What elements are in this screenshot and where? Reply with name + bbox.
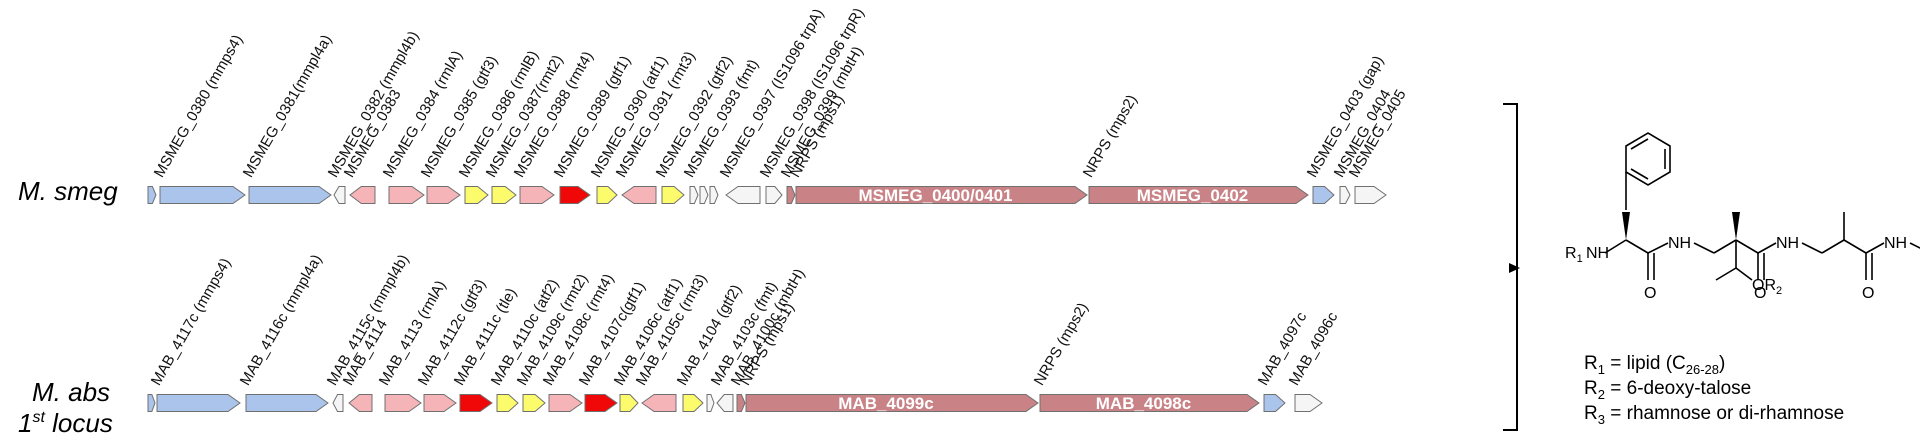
chemical-structure: R1 NH NH NH NH O O O OR2 xyxy=(1565,132,1920,302)
gene-label: MSMEG_0381(mmpl4a) xyxy=(240,32,336,181)
locus-word: locus xyxy=(45,408,113,438)
gene-arrow xyxy=(1263,394,1286,412)
gene-arrow xyxy=(388,186,425,204)
gene-label: MSMEG_0380 (mmps4) xyxy=(151,32,247,181)
gene-arrow xyxy=(725,186,761,204)
gene-arrow xyxy=(332,394,344,412)
atom-o2: O xyxy=(1754,285,1766,302)
gene-arrow xyxy=(786,186,796,204)
legend-item: R3 = rhamnose or di-rhamnose xyxy=(1584,403,1844,427)
gene-row-abs: MAB_4117c (mmps4)MAB_4116c (mmpl4a) MAB_4… xyxy=(147,252,1342,413)
atom-nh3: NH xyxy=(1776,235,1799,252)
gene-arrow xyxy=(349,186,376,204)
gene-arrow xyxy=(709,186,719,204)
gene-arrow xyxy=(795,186,1088,204)
gene-arrow xyxy=(159,186,246,204)
benzene-ring xyxy=(1625,132,1671,186)
gene-arrow xyxy=(1312,186,1335,204)
gene-arrow xyxy=(519,186,555,204)
atom-o1: O xyxy=(1644,285,1656,302)
gene-arrow xyxy=(496,394,519,412)
row-name-smeg: M. smeg xyxy=(18,176,118,206)
gene-arrow xyxy=(699,186,709,204)
gene-arrow xyxy=(1294,394,1323,412)
bracket-arrow-icon xyxy=(1509,263,1520,273)
atom-nh1: NH xyxy=(1586,245,1609,262)
gene-arrow xyxy=(426,186,461,204)
locus-number: 1 xyxy=(18,408,32,438)
atom-o3: O xyxy=(1862,285,1874,302)
gene-arrow xyxy=(596,186,618,204)
gene-arrow xyxy=(1354,186,1387,204)
legend-item: R2 = 6-deoxy-talose xyxy=(1584,378,1751,402)
gene-arrow xyxy=(706,394,715,412)
gene-arrow xyxy=(156,394,241,412)
gene-label: MAB_4117c (mmps4) xyxy=(148,255,235,388)
gene-arrow xyxy=(423,394,457,412)
gene-label: MSMEG_0382 (mmpl4b) xyxy=(325,28,423,180)
gene-inner-label: MSMEG_0402 xyxy=(1137,186,1249,205)
gene-arrow xyxy=(384,394,422,412)
gene-arrow xyxy=(619,394,639,412)
gene-arrow xyxy=(245,394,329,412)
atom-nh4: NH xyxy=(1884,235,1907,252)
gene-arrow xyxy=(248,186,332,204)
row-name-abs: M. abs xyxy=(32,377,110,407)
atom-nh2: NH xyxy=(1668,235,1691,252)
gene-arrow xyxy=(661,186,685,204)
gene-arrow xyxy=(147,186,157,204)
gene-inner-label: MSMEG_0400/0401 xyxy=(858,186,1012,205)
wedge-bond xyxy=(1622,212,1630,240)
legend-item: R1 = lipid (C26-28) xyxy=(1584,353,1725,377)
gene-arrow xyxy=(745,394,1039,412)
gene-arrow xyxy=(716,394,734,412)
substituent-legend: R1 = lipid (C26-28)R2 = 6-deoxy-taloseR3… xyxy=(1584,353,1844,427)
gene-arrow xyxy=(548,394,583,412)
gene-label: NRPS (mps2) xyxy=(1080,92,1141,181)
gene-arrow xyxy=(584,394,618,412)
row-name-abs-locus: 1st locus xyxy=(18,408,113,438)
gene-arrow xyxy=(491,186,517,204)
gene-arrow xyxy=(147,394,156,412)
gene-inner-label: MAB_4098c xyxy=(1096,394,1191,413)
gene-arrow xyxy=(559,186,591,204)
gene-arrow xyxy=(333,186,346,204)
gene-inner-label: MAB_4099c xyxy=(838,394,933,413)
locus-superscript: st xyxy=(32,409,45,426)
gene-label: MAB_4116c (mmpl4a) xyxy=(237,252,326,389)
gene-arrow xyxy=(1088,186,1309,204)
gene-arrow xyxy=(459,394,493,412)
gene-arrow xyxy=(1039,394,1260,412)
gene-arrow xyxy=(522,394,546,412)
atom-r1: R1 xyxy=(1565,245,1583,265)
gene-row-smeg: MSMEG_0380 (mmps4)MSMEG_0381(mmpl4a)MSME… xyxy=(147,5,1410,205)
atom-o4: OR2 xyxy=(1752,277,1782,297)
gene-arrow xyxy=(689,186,699,204)
gene-arrow xyxy=(736,394,746,412)
gene-arrow xyxy=(641,394,677,412)
gene-label: NRPS (mps2) xyxy=(1031,300,1092,389)
gene-arrow xyxy=(765,186,783,204)
gene-arrow xyxy=(682,394,704,412)
wedge-bond xyxy=(1732,212,1740,240)
gene-arrow xyxy=(348,394,373,412)
gene-arrow xyxy=(1339,186,1351,204)
gene-arrow xyxy=(621,186,657,204)
gene-arrow xyxy=(464,186,489,204)
